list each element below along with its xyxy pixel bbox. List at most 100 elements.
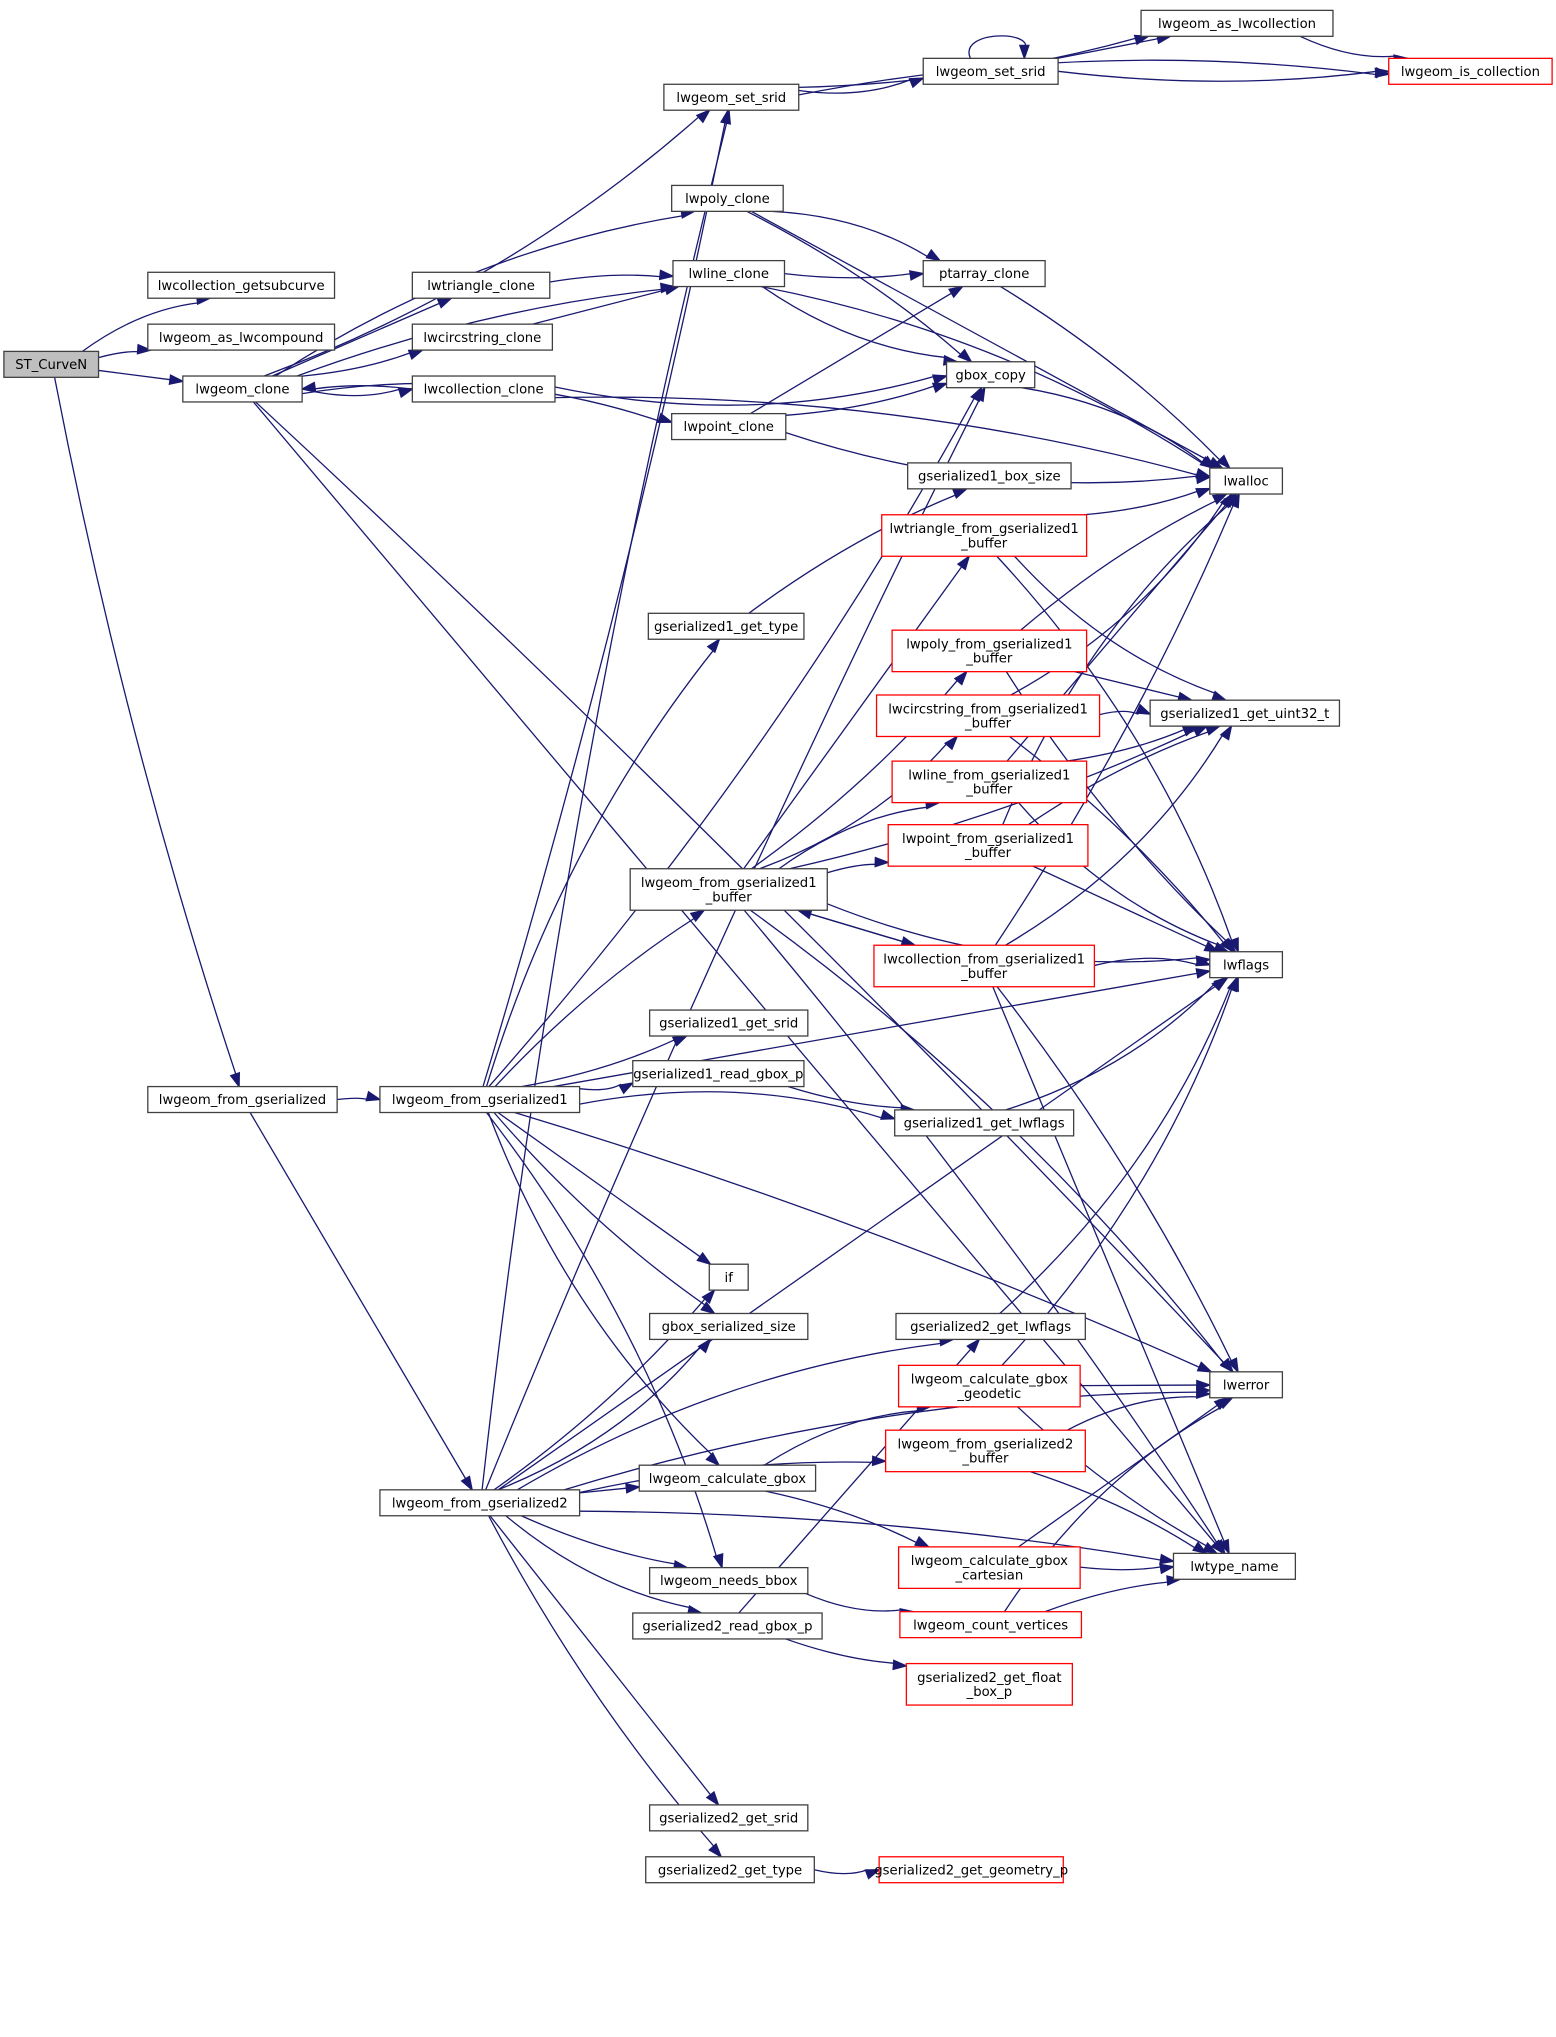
node-box[interactable] — [875, 694, 1101, 738]
node-lwalloc[interactable]: lwalloc — [1209, 467, 1284, 495]
node-lwgeom-from-gserialized2[interactable]: lwgeom_from_gserialized2 — [379, 1489, 581, 1517]
node-box[interactable] — [379, 1489, 581, 1517]
node-lwerror[interactable]: lwerror — [1209, 1371, 1284, 1399]
node-lwgeom-calculate-gbox-cartesian[interactable]: lwgeom_calculate_gbox_cartesian — [897, 1546, 1081, 1590]
node-box[interactable] — [897, 1546, 1081, 1590]
node-box[interactable] — [648, 1312, 809, 1341]
node-box[interactable] — [648, 1566, 809, 1595]
node-box[interactable] — [1209, 1371, 1284, 1399]
node-box[interactable] — [379, 1085, 581, 1114]
node-box[interactable] — [945, 361, 1036, 389]
node-box[interactable] — [182, 375, 303, 403]
node-box[interactable] — [1209, 467, 1284, 495]
node-box[interactable] — [894, 1109, 1075, 1137]
node-gserialized1-box-size[interactable]: gserialized1_box_size — [907, 462, 1072, 490]
node-lwgeom-calculate-gbox-geodetic[interactable]: lwgeom_calculate_gbox_geodetic — [897, 1364, 1081, 1408]
node-box[interactable] — [1140, 9, 1334, 37]
node-box[interactable] — [638, 1464, 817, 1492]
node-gserialized2-get-float-box-p[interactable]: gserialized2_get_float_box_p — [905, 1662, 1073, 1706]
node-lwgeom-clone[interactable]: lwgeom_clone — [182, 375, 303, 403]
node-gserialized1-get-type[interactable]: gserialized1_get_type — [647, 612, 805, 640]
node-lwcircstring-clone[interactable]: lwcircstring_clone — [411, 323, 554, 351]
node-box[interactable] — [147, 323, 336, 351]
node-lwgeom-as-lwcompound[interactable]: lwgeom_as_lwcompound — [147, 323, 336, 351]
node-box[interactable] — [647, 612, 805, 640]
node-lwcollection-clone[interactable]: lwcollection_clone — [411, 375, 556, 403]
node-box[interactable] — [648, 1804, 809, 1832]
node-lwgeom-set-srid-a[interactable]: lwgeom_set_srid — [663, 83, 800, 111]
node-box[interactable] — [895, 1312, 1086, 1341]
node-box[interactable] — [1209, 951, 1284, 979]
node-box[interactable] — [671, 184, 784, 212]
node-if[interactable]: if — [708, 1263, 749, 1291]
node-lwcircstring-from-gserialized1-buffer[interactable]: lwcircstring_from_gserialized1_buffer — [875, 694, 1101, 738]
node-box[interactable] — [147, 271, 336, 299]
node-lwgeom-is-collection[interactable]: lwgeom_is_collection — [1388, 57, 1553, 85]
node-lwgeom-count-vertices[interactable]: lwgeom_count_vertices — [899, 1611, 1083, 1639]
node-lwcollection-getsubcurve[interactable]: lwcollection_getsubcurve — [147, 271, 336, 299]
node-gserialized1-get-srid[interactable]: gserialized1_get_srid — [648, 1009, 809, 1037]
node-box[interactable] — [708, 1263, 749, 1291]
node-gbox-copy[interactable]: gbox_copy — [945, 361, 1036, 389]
node-box[interactable] — [891, 629, 1088, 673]
node-lwtriangle-from-gserialized1-buffer[interactable]: lwtriangle_from_gserialized1_buffer — [881, 514, 1088, 557]
node-lwgeom-from-gserialized1[interactable]: lwgeom_from_gserialized1 — [379, 1085, 581, 1114]
node-box[interactable] — [411, 375, 556, 403]
node-lwgeom-from-gserialized1-buffer[interactable]: lwgeom_from_gserialized1_buffer — [629, 868, 828, 911]
node-box[interactable] — [671, 412, 787, 441]
node-gserialized1-read-gbox-p[interactable]: gserialized1_read_gbox_p — [632, 1059, 805, 1088]
node-lwgeom-set-srid-b[interactable]: lwgeom_set_srid — [922, 57, 1059, 85]
node-box[interactable] — [1172, 1552, 1297, 1580]
node-lwgeom-from-gserialized[interactable]: lwgeom_from_gserialized — [147, 1085, 338, 1114]
node-box[interactable] — [632, 1059, 805, 1088]
node-lwcollection-from-gserialized1-buffer[interactable]: lwcollection_from_gserialized1_buffer — [873, 944, 1096, 988]
node-gbox-serialized-size[interactable]: gbox_serialized_size — [648, 1312, 809, 1341]
node-st-curven[interactable]: ST_CurveN — [3, 350, 100, 378]
node-box[interactable] — [891, 760, 1088, 804]
node-gserialized2-get-srid[interactable]: gserialized2_get_srid — [648, 1804, 809, 1832]
node-lwgeom-calculate-gbox[interactable]: lwgeom_calculate_gbox — [638, 1464, 817, 1492]
node-box[interactable] — [672, 259, 786, 288]
node-box[interactable] — [922, 259, 1046, 288]
node-box[interactable] — [899, 1611, 1083, 1639]
node-box[interactable] — [3, 350, 100, 378]
node-ptarray-clone[interactable]: ptarray_clone — [922, 259, 1046, 288]
node-box[interactable] — [1388, 57, 1553, 85]
node-box[interactable] — [887, 824, 1089, 867]
node-box[interactable] — [897, 1364, 1081, 1408]
node-gserialized1-get-uint32-t[interactable]: gserialized1_get_uint32_t — [1149, 699, 1341, 727]
node-lwline-clone[interactable]: lwline_clone — [672, 259, 786, 288]
node-lwline-from-gserialized1-buffer[interactable]: lwline_from_gserialized1_buffer — [891, 760, 1088, 804]
node-lwtriangle-clone[interactable]: lwtriangle_clone — [411, 271, 551, 299]
node-box[interactable] — [873, 944, 1096, 988]
node-gserialized1-get-lwflags[interactable]: gserialized1_get_lwflags — [894, 1109, 1075, 1137]
node-box[interactable] — [1149, 699, 1341, 727]
node-lwgeom-needs-bbox[interactable]: lwgeom_needs_bbox — [648, 1566, 809, 1595]
node-box[interactable] — [411, 323, 554, 351]
node-box[interactable] — [147, 1085, 338, 1114]
node-box[interactable] — [881, 514, 1088, 557]
node-box[interactable] — [663, 83, 800, 111]
node-box[interactable] — [632, 1612, 823, 1640]
node-gserialized2-get-geometry-p[interactable]: gserialized2_get_geometry_p — [874, 1856, 1068, 1884]
node-box[interactable] — [878, 1856, 1064, 1884]
node-box[interactable] — [411, 271, 551, 299]
node-box[interactable] — [648, 1009, 809, 1037]
node-box[interactable] — [645, 1856, 815, 1884]
node-gserialized2-get-lwflags[interactable]: gserialized2_get_lwflags — [895, 1312, 1086, 1341]
node-lwflags[interactable]: lwflags — [1209, 951, 1284, 979]
node-lwgeom-as-lwcollection[interactable]: lwgeom_as_lwcollection — [1140, 9, 1334, 37]
node-box[interactable] — [905, 1662, 1073, 1706]
node-lwgeom-from-gserialized2-buffer[interactable]: lwgeom_from_gserialized2_buffer — [884, 1429, 1086, 1473]
node-lwpoint-from-gserialized1-buffer[interactable]: lwpoint_from_gserialized1_buffer — [887, 824, 1089, 867]
node-box[interactable] — [884, 1429, 1086, 1473]
node-box[interactable] — [629, 868, 828, 911]
node-lwtype-name[interactable]: lwtype_name — [1172, 1552, 1297, 1580]
node-lwpoly-clone[interactable]: lwpoly_clone — [671, 184, 784, 212]
node-lwpoly-from-gserialized1-buffer[interactable]: lwpoly_from_gserialized1_buffer — [891, 629, 1088, 673]
node-gserialized2-read-gbox-p[interactable]: gserialized2_read_gbox_p — [632, 1612, 823, 1640]
node-box[interactable] — [907, 462, 1072, 490]
node-box[interactable] — [922, 57, 1059, 85]
node-lwpoint-clone[interactable]: lwpoint_clone — [671, 412, 787, 441]
node-gserialized2-get-type[interactable]: gserialized2_get_type — [645, 1856, 815, 1884]
